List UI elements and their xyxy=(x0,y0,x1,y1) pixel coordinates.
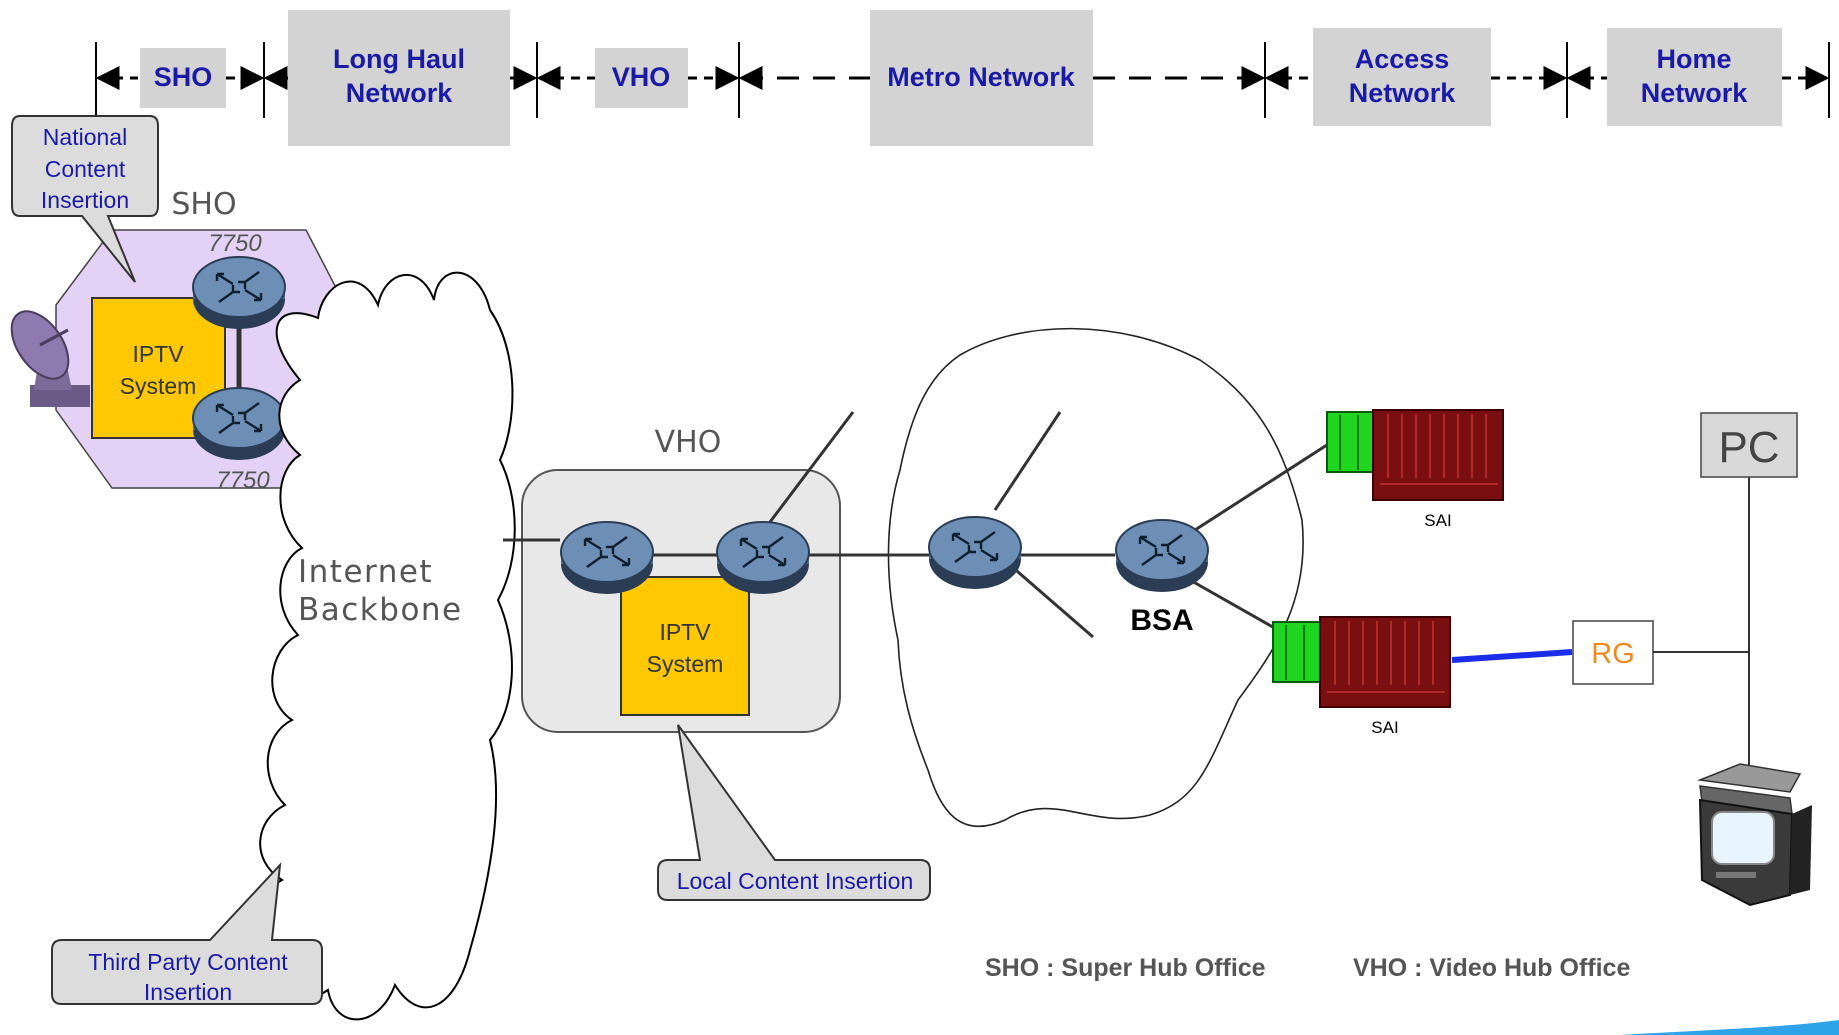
decorative-swoosh xyxy=(1620,1020,1839,1035)
segment-access-label: Access xyxy=(1355,44,1450,74)
router-icon xyxy=(715,520,811,596)
segment-vho: VHO xyxy=(595,48,688,108)
vho-iptv-system xyxy=(620,576,750,716)
callout-third-party-text: Insertion xyxy=(144,979,232,1005)
segment-home-label: Network xyxy=(1641,78,1749,108)
router-model-label: 7750 xyxy=(216,467,270,494)
bsa-label: BSA xyxy=(1130,604,1193,637)
link xyxy=(1194,441,1331,532)
link xyxy=(993,411,1062,511)
callout-national-text: National xyxy=(43,124,127,150)
home-wiring xyxy=(1653,477,1750,770)
cloud-label: Backbone xyxy=(298,592,463,628)
callout-third-party-text: Third Party Content xyxy=(88,949,288,975)
router-icon xyxy=(191,386,287,462)
vho-iptv-label: System xyxy=(647,651,724,677)
segment-sho-label: SHO xyxy=(154,62,213,92)
link xyxy=(1009,563,1094,639)
segment-metro: Metro Network xyxy=(870,10,1093,146)
vho-iptv-label: IPTV xyxy=(659,619,711,645)
router-icon xyxy=(191,255,287,331)
sho-iptv-label: System xyxy=(120,373,197,399)
callout-national-content: National Content Insertion xyxy=(11,115,159,283)
segment-home: Home Network xyxy=(1607,28,1782,126)
router-icon xyxy=(927,515,1023,591)
segment-access-label: Network xyxy=(1349,78,1457,108)
sai-label: SAI xyxy=(1371,718,1398,737)
sho-label: SHO xyxy=(171,187,236,222)
segment-bar: SHO Long Haul Network VHO Metro Network … xyxy=(95,10,1830,146)
link xyxy=(1189,578,1279,632)
legend-sho: SHO : Super Hub Office xyxy=(985,954,1266,982)
router-icon xyxy=(559,520,655,596)
router-model-label: 7750 xyxy=(208,230,262,257)
sai-bottom: SAI xyxy=(1272,616,1451,737)
satellite-dish-icon xyxy=(10,310,90,407)
segment-metro-label: Metro Network xyxy=(887,62,1076,92)
pc-label: PC xyxy=(1718,423,1779,472)
sho-iptv-label: IPTV xyxy=(132,341,184,367)
segment-long-haul-label: Network xyxy=(346,78,454,108)
rg-label: RG xyxy=(1591,638,1635,670)
callout-local-text: Local Content Insertion xyxy=(677,868,914,894)
callout-national-text: Content xyxy=(45,156,126,182)
pc-box: PC xyxy=(1700,412,1798,478)
metro-network-cloud xyxy=(887,327,1304,828)
link xyxy=(768,411,855,523)
callout-third-party-content: Third Party Content Insertion xyxy=(51,862,323,1005)
sho-site: SHO IPTV System 7750 7750 xyxy=(10,187,346,494)
television-icon xyxy=(1697,763,1812,907)
home-link xyxy=(1451,649,1573,663)
legend-vho: VHO : Video Hub Office xyxy=(1353,954,1630,982)
segment-home-label: Home xyxy=(1656,44,1731,74)
segment-vho-label: VHO xyxy=(612,62,671,92)
cloud-label: Internet xyxy=(298,554,433,590)
internet-backbone-cloud: Internet Backbone xyxy=(259,271,516,1021)
segment-long-haul: Long Haul Network xyxy=(288,10,510,146)
rg-box: RG xyxy=(1572,620,1654,685)
segment-long-haul-label: Long Haul xyxy=(333,44,465,74)
sai-label: SAI xyxy=(1424,511,1451,530)
callout-local-content: Local Content Insertion xyxy=(657,724,931,901)
sai-top: SAI xyxy=(1326,409,1504,530)
segment-access: Access Network xyxy=(1313,28,1491,126)
router-icon xyxy=(1114,518,1210,594)
segment-sho: SHO xyxy=(140,48,226,108)
vho-label: VHO xyxy=(655,425,722,460)
callout-national-text: Insertion xyxy=(41,187,129,213)
